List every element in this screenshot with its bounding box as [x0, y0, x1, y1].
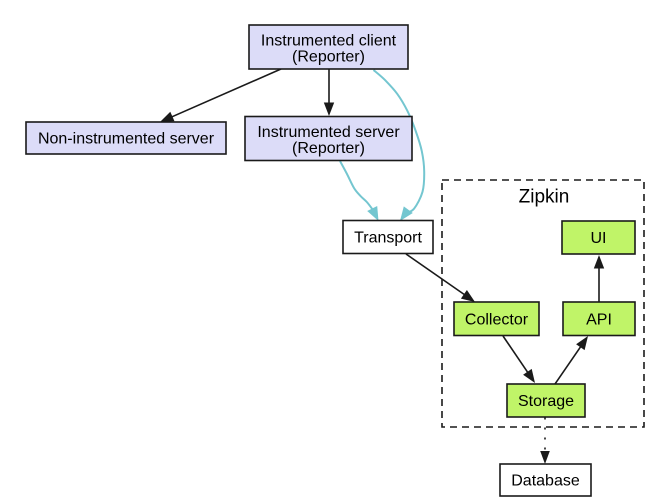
svg-text:Database: Database [511, 473, 580, 490]
svg-text:Non-instrumented server: Non-instrumented server [38, 131, 215, 148]
svg-text:UI: UI [591, 230, 607, 247]
svg-text:Storage: Storage [518, 393, 574, 410]
svg-text:(Reporter): (Reporter) [292, 140, 365, 157]
svg-text:(Reporter): (Reporter) [292, 49, 365, 66]
svg-text:Collector: Collector [465, 311, 529, 328]
svg-text:Transport: Transport [354, 230, 422, 247]
svg-text:Zipkin: Zipkin [519, 187, 570, 208]
svg-text:API: API [586, 311, 612, 328]
svg-text:Instrumented server: Instrumented server [257, 124, 400, 141]
svg-text:Instrumented client: Instrumented client [261, 33, 397, 50]
